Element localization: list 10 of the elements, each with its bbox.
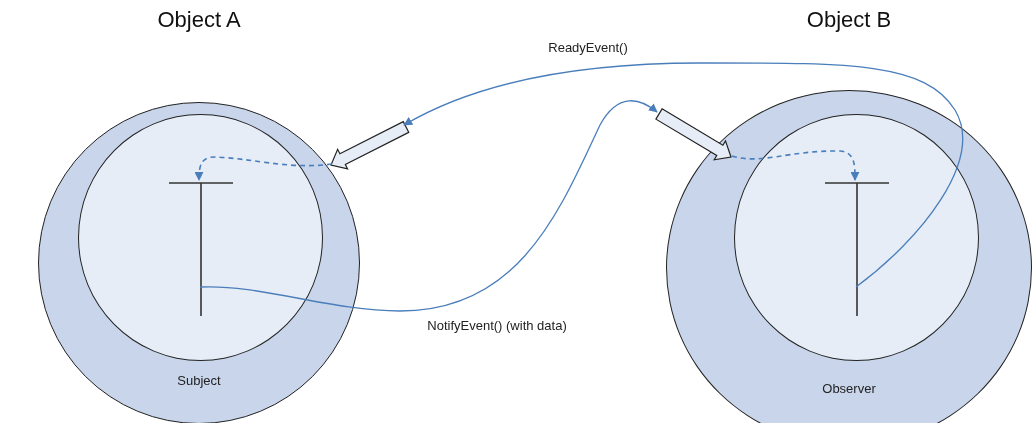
dashed-arrow bbox=[194, 156, 333, 181]
role-label: Subject bbox=[176, 373, 222, 388]
arrow bbox=[199, 100, 658, 312]
dashed-arrow bbox=[731, 150, 860, 181]
arrow bbox=[403, 62, 964, 288]
lifeline-bar bbox=[824, 181, 890, 317]
object-title: Object B bbox=[805, 7, 893, 33]
object-title: Object A bbox=[156, 7, 242, 33]
lifeline-bar bbox=[168, 181, 234, 317]
role-label: Observer bbox=[821, 381, 877, 396]
